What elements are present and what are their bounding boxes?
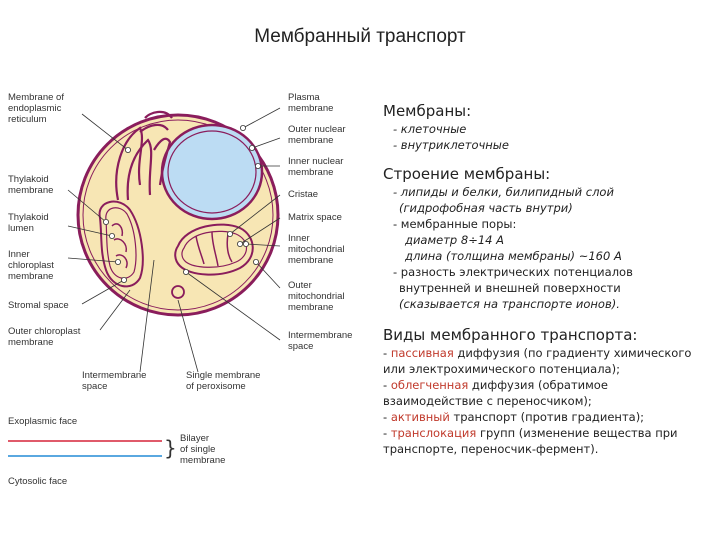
label-thylakoid-membrane-2: membrane xyxy=(8,185,53,196)
type-translocation-rest: групп (изменение вещества при xyxy=(476,426,678,440)
label-outer-mito-2: mitochondrial xyxy=(288,291,345,302)
label-er-2: endoplasmic xyxy=(8,103,62,114)
structure-heading: Строение мембраны: xyxy=(383,165,551,183)
label-intermembrane-bottom-1: Intermembrane xyxy=(82,370,146,381)
chloroplast xyxy=(98,200,144,288)
type-translocation-keyword: транслокация xyxy=(390,426,477,440)
bilayer-brace: } xyxy=(164,436,177,460)
label-inner-mito-3: membrane xyxy=(288,255,333,266)
mitochondrion xyxy=(174,223,254,276)
label-stromal-space: Stromal space xyxy=(8,300,69,311)
label-thylakoid-lumen-1: Thylakoid xyxy=(8,212,49,223)
type-translocation-line-2: транспорте, переносчик-фермент). xyxy=(383,442,599,456)
structure-line-2: (гидрофобная часть внутри) xyxy=(399,201,573,215)
nucleus xyxy=(160,123,264,221)
types-heading: Виды мембранного транспорта: xyxy=(383,326,638,344)
leader-lines xyxy=(67,107,281,373)
type-translocation: - транслокация групп (изменение вещества… xyxy=(383,425,713,441)
peroxisome xyxy=(171,285,185,299)
membranes-item-cellular: - клеточные xyxy=(393,122,467,136)
label-outer-mito-3: membrane xyxy=(288,302,333,313)
label-outer-chloroplast-2: membrane xyxy=(8,337,53,348)
page-title: Мембранный транспорт xyxy=(254,26,466,47)
membranes-heading: Мембраны: xyxy=(383,102,472,120)
type-passive-keyword: пассивная xyxy=(390,346,454,360)
label-bilayer-1: Bilayer xyxy=(180,433,209,444)
left-labels: Membrane of endoplasmic reticulum Thylak… xyxy=(8,92,81,348)
type-passive: - пассивная диффузия (по градиенту химич… xyxy=(383,345,713,361)
type-active: - активный транспорт (против градиента); xyxy=(383,409,713,425)
dash: - xyxy=(383,346,391,360)
label-inner-mito-1: Inner xyxy=(288,233,310,244)
structure-line-5: длина (толщина мембраны) ~160 А xyxy=(405,249,622,263)
label-inner-chloroplast-3: membrane xyxy=(8,271,53,282)
dash: - xyxy=(383,410,391,424)
endoplasmic-reticulum xyxy=(115,110,173,201)
label-cristae: Cristae xyxy=(288,189,318,200)
type-facilitated-keyword: облегченная xyxy=(390,378,469,392)
label-inner-nuclear-2: membrane xyxy=(288,167,333,178)
type-passive-rest: диффузия (по градиенту химического xyxy=(453,346,692,360)
label-thylakoid-membrane-1: Thylakoid xyxy=(8,174,49,185)
structure-line-7: внутренней и внешней поверхности xyxy=(399,281,621,295)
label-outer-nuclear-1: Outer nuclear xyxy=(288,124,346,135)
label-inner-nuclear-1: Inner nuclear xyxy=(288,156,343,167)
cell-membrane-diagram: Membrane of endoplasmic reticulum Thylak… xyxy=(8,92,352,487)
label-er-1: Membrane of xyxy=(8,92,64,103)
structure-line-3: - мембранные поры: xyxy=(393,217,517,231)
label-bilayer-3: membrane xyxy=(180,455,225,466)
label-intermembrane-right-1: Intermembrane xyxy=(288,330,352,341)
structure-line-8: (сказывается на транспорте ионов). xyxy=(399,297,620,311)
type-active-keyword: активный xyxy=(390,410,450,424)
label-outer-chloroplast-1: Outer chloroplast xyxy=(8,326,81,337)
membranes-item-intracellular: - внутриклеточные xyxy=(393,138,509,152)
bilayer-legend: Exoplasmic face Cytosolic face } Bilayer… xyxy=(8,416,225,487)
dash: - xyxy=(383,426,391,440)
label-cytosolic-face: Cytosolic face xyxy=(8,476,67,487)
leader-dots xyxy=(103,125,261,283)
label-inner-chloroplast-2: chloroplast xyxy=(8,260,54,271)
label-matrix-space: Matrix space xyxy=(288,212,342,223)
label-bilayer-2: of single xyxy=(180,444,215,455)
text-panel: Мембраны: - клеточные - внутриклеточные … xyxy=(383,102,713,457)
label-er-3: reticulum xyxy=(8,114,47,125)
label-outer-nuclear-2: membrane xyxy=(288,135,333,146)
label-inner-mito-2: mitochondrial xyxy=(288,244,345,255)
label-inner-chloroplast-1: Inner xyxy=(8,249,30,260)
label-thylakoid-lumen-2: lumen xyxy=(8,223,34,234)
type-passive-line-2: или электрохимического потенциала); xyxy=(383,362,620,376)
label-intermembrane-bottom-2: space xyxy=(82,381,107,392)
type-facilitated: - облегченная диффузия (обратимое xyxy=(383,377,713,393)
label-exoplasmic-face: Exoplasmic face xyxy=(8,416,77,427)
bottom-labels: Intermembrane space Single membrane of p… xyxy=(82,370,260,392)
label-plasma-1: Plasma xyxy=(288,92,320,103)
dash: - xyxy=(383,378,391,392)
type-facilitated-rest: диффузия (обратимое xyxy=(468,378,608,392)
label-intermembrane-right-2: space xyxy=(288,341,313,352)
right-labels: Plasma membrane Outer nuclear membrane I… xyxy=(288,92,352,352)
structure-line-1: - липиды и белки, билипидный слой xyxy=(393,185,614,199)
label-peroxisome-1: Single membrane xyxy=(186,370,260,381)
structure-line-6: - разность электрических потенциалов xyxy=(393,265,633,279)
type-facilitated-line-2: взаимодействие с переносчиком); xyxy=(383,394,592,408)
label-plasma-2: membrane xyxy=(288,103,333,114)
label-outer-mito-1: Outer xyxy=(288,280,312,291)
type-active-rest: транспорт (против градиента); xyxy=(449,410,645,424)
label-peroxisome-2: of peroxisome xyxy=(186,381,246,392)
structure-line-4: диаметр 8÷14 А xyxy=(405,233,504,247)
